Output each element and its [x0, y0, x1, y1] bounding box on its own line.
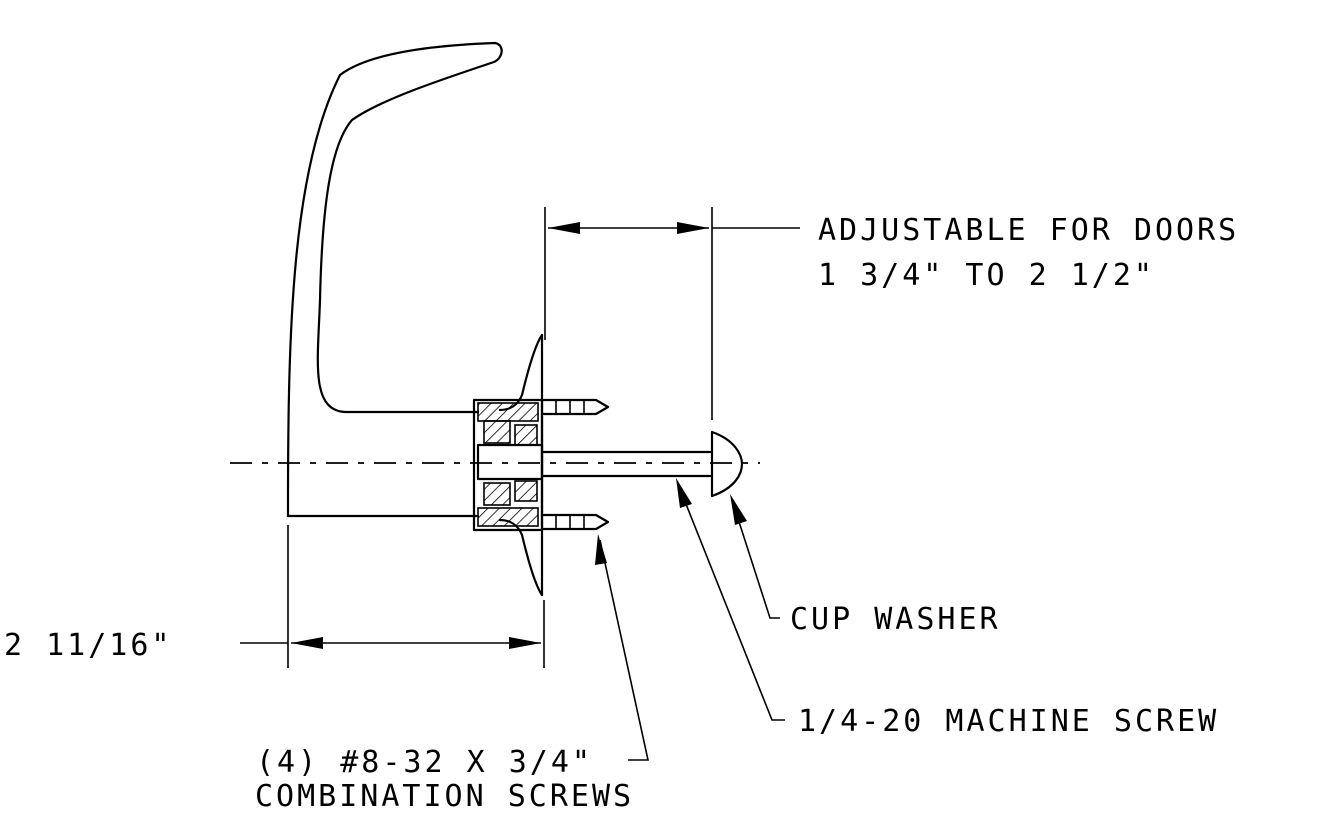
combination-label-line1: (4) #8-32 X 3/4"	[256, 745, 593, 780]
adjustable-label-line2: 1 3/4" TO 2 1/2"	[818, 258, 1155, 293]
cup-washer	[710, 430, 744, 498]
width-dimension	[240, 525, 545, 668]
combination-label-line2: COMBINATION SCREWS	[255, 779, 634, 814]
machine-screw-label: 1/4-20 MACHINE SCREW	[798, 704, 1219, 739]
leader-machine-screw	[676, 478, 785, 721]
adjustable-label-line1: ADJUSTABLE FOR DOORS	[818, 213, 1239, 248]
lever-handle	[286, 41, 503, 518]
machine-screw	[540, 450, 714, 478]
door-thickness-dimension	[544, 207, 800, 420]
cup-washer-label: CUP WASHER	[790, 602, 1001, 637]
combination-screws	[540, 398, 610, 531]
leader-combination-screws	[595, 534, 649, 761]
dimension-label: 2 11/16"	[4, 628, 173, 663]
hub-assembly	[472, 333, 544, 597]
leader-cup-washer	[730, 494, 780, 619]
